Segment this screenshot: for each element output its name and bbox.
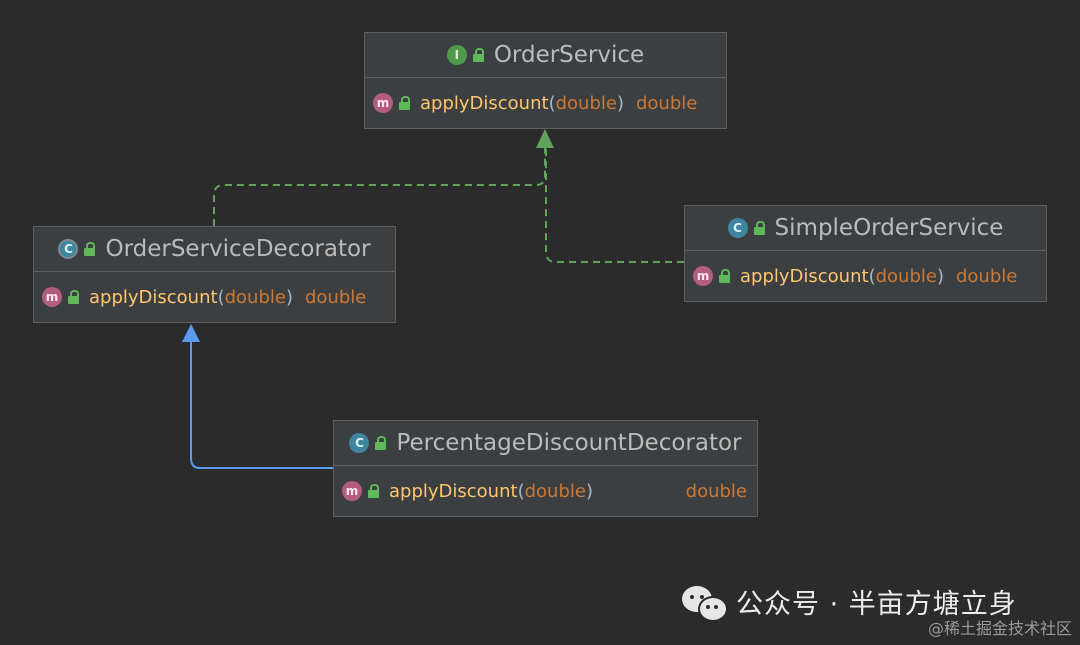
class-icon: C [727, 218, 748, 238]
public-lock-icon [374, 436, 388, 450]
node-percentage-discount-decorator[interactable]: C PercentageDiscountDecorator m applyDis… [333, 420, 758, 517]
edge-simple-implements [545, 146, 684, 263]
return-type: double [304, 286, 367, 308]
method-row[interactable]: m applyDiscount(double) double [34, 272, 395, 322]
watermark: 公众号 · 半亩方塘立身 [682, 582, 1017, 622]
method-name: applyDiscount [389, 480, 518, 502]
node-title: OrderService [493, 42, 645, 68]
open-paren: ( [517, 480, 525, 502]
open-paren: ( [868, 265, 876, 287]
close-paren: ) [936, 265, 944, 287]
method-row[interactable]: m applyDiscount(double) double [334, 466, 757, 516]
method-icon: m [42, 287, 62, 307]
param-type: double [875, 265, 937, 287]
node-header: I OrderService [365, 33, 726, 78]
method-name: applyDiscount [740, 265, 869, 287]
method-name: applyDiscount [420, 92, 549, 114]
edge-decorator-implements [213, 146, 546, 226]
node-header: C OrderServiceDecorator [34, 227, 395, 272]
abstract-class-icon: C [58, 239, 79, 259]
close-paren: ) [616, 92, 624, 114]
public-lock-icon [753, 221, 767, 235]
node-header: C PercentageDiscountDecorator [334, 421, 757, 466]
public-lock-icon [398, 96, 412, 110]
close-paren: ) [585, 480, 593, 502]
method-icon: m [693, 266, 713, 286]
return-type: double [635, 92, 698, 114]
param-type: double [524, 480, 586, 502]
method-name: applyDiscount [89, 286, 218, 308]
method-icon: m [373, 93, 393, 113]
arrowhead-implements [536, 129, 554, 148]
watermark-text: 公众号 · 半亩方塘立身 [736, 589, 1017, 620]
public-lock-icon [367, 484, 381, 498]
credit-text: @稀土掘金技术社区 [927, 619, 1072, 638]
open-paren: ( [217, 286, 225, 308]
param-type: double [224, 286, 286, 308]
return-type: double [955, 265, 1018, 287]
arrowhead-extends [182, 324, 200, 342]
open-paren: ( [548, 92, 556, 114]
public-lock-icon [472, 48, 486, 62]
wechat-icon [682, 584, 728, 622]
param-type: double [555, 92, 617, 114]
class-icon: C [349, 433, 370, 453]
node-title: SimpleOrderService [774, 215, 1004, 241]
interface-icon: I [446, 45, 467, 65]
method-row[interactable]: m applyDiscount(double) double [365, 78, 726, 128]
public-lock-icon [67, 290, 81, 304]
node-title: OrderServiceDecorator [105, 236, 371, 262]
edge-percentage-extends [190, 340, 333, 469]
return-type: double [685, 480, 747, 502]
node-simple-order-service[interactable]: C SimpleOrderService m applyDiscount(dou… [684, 205, 1047, 302]
node-order-service-decorator[interactable]: C OrderServiceDecorator m applyDiscount(… [33, 226, 396, 323]
method-icon: m [342, 481, 362, 501]
node-header: C SimpleOrderService [685, 206, 1046, 251]
public-lock-icon [83, 242, 97, 256]
method-row[interactable]: m applyDiscount(double) double [685, 251, 1046, 301]
public-lock-icon [718, 269, 732, 283]
node-order-service[interactable]: I OrderService m applyDiscount(double) d… [364, 32, 727, 129]
close-paren: ) [285, 286, 293, 308]
node-title: PercentageDiscountDecorator [396, 430, 742, 456]
